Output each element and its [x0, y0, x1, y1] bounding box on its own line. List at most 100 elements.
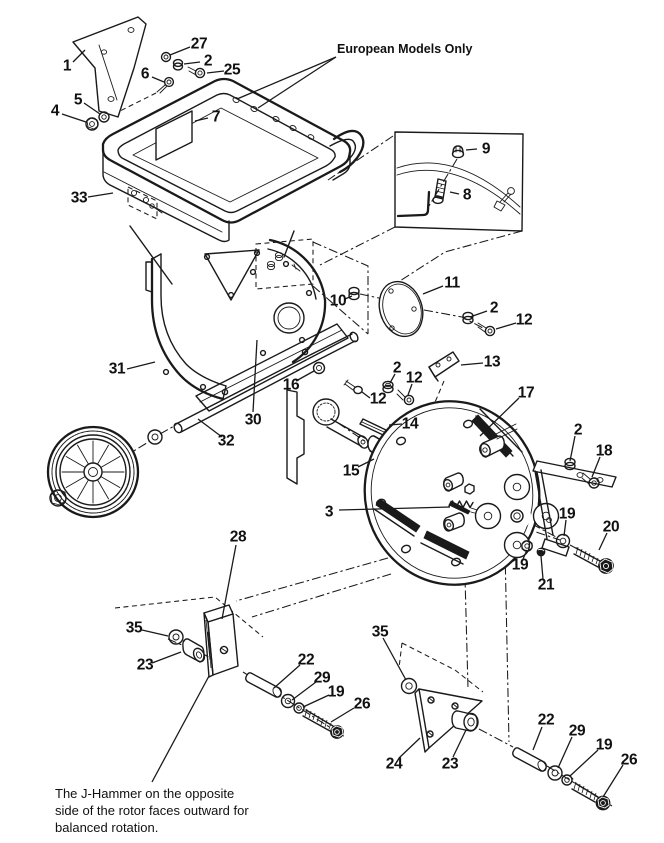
- callout-10-11: 10: [330, 293, 346, 310]
- footnote-leader: [151, 675, 210, 783]
- washer-16: [312, 361, 326, 375]
- callout-15-20: 15: [343, 463, 360, 480]
- washer-19-right: [555, 533, 571, 549]
- callout-33-8: 33: [71, 190, 88, 207]
- right-hardware: [521, 457, 614, 574]
- nut-2: [172, 58, 184, 68]
- callout-26-46: 26: [621, 752, 638, 769]
- plate-13: [428, 351, 460, 382]
- leader-10-11: [344, 295, 353, 300]
- leader-28-33: [221, 544, 237, 620]
- leader-6-4: [151, 76, 165, 83]
- leader-17-22: [479, 397, 520, 437]
- callout-6-4: 6: [141, 66, 150, 83]
- leader-35-40: [382, 637, 407, 681]
- callout-19-26: 19: [559, 506, 576, 523]
- callout-32-32: 32: [218, 433, 234, 450]
- leader-23-35: [151, 651, 182, 664]
- callout-21-29: 21: [538, 577, 555, 594]
- callout-2-13: 2: [490, 300, 498, 317]
- j-hammer-bottom: [423, 530, 470, 560]
- washer-29-right: [547, 765, 563, 781]
- callout-29-44: 29: [569, 723, 586, 740]
- callout-4-6: 4: [51, 103, 60, 120]
- footnote-line-3: balanced rotation.: [55, 820, 158, 835]
- clamp-bolt: [493, 187, 515, 212]
- callout-19-28: 19: [512, 557, 529, 574]
- bolt-20: [573, 546, 614, 574]
- cover-plate-11: [378, 280, 424, 338]
- bolt-6: [163, 76, 175, 88]
- washer-27: [160, 51, 172, 63]
- leader-33-8: [87, 192, 114, 198]
- callout-7-7: 7: [212, 109, 220, 126]
- handle-mount-nuts: [266, 251, 301, 272]
- hammer-bracket-28: [203, 604, 239, 678]
- washer-29-left: [280, 693, 296, 709]
- callout-12-17: 12: [370, 391, 386, 408]
- leader-14-19: [388, 423, 403, 426]
- rotor-bracket: [532, 460, 617, 557]
- housing-assembly: [129, 225, 359, 434]
- leader-3-23: [338, 506, 451, 511]
- leader-30-30: [252, 339, 258, 413]
- callout-5-5: 5: [74, 92, 83, 109]
- leader-12-14: [495, 322, 517, 330]
- hopper: [101, 77, 365, 243]
- leader-22-43: [532, 726, 543, 751]
- callout-19-38: 19: [328, 684, 345, 701]
- leader-9-9: [465, 148, 478, 151]
- leader-5-5: [83, 102, 101, 115]
- leader-29-37: [291, 681, 317, 701]
- european-leader-0: [236, 56, 337, 100]
- callout-12-18: 12: [406, 370, 422, 387]
- key-14: [359, 418, 387, 436]
- callout-13-15: 13: [484, 354, 501, 371]
- bolt-18: [581, 472, 600, 489]
- leader-8-10: [449, 191, 460, 195]
- nut-9: [451, 145, 465, 159]
- leader-16-21: [295, 370, 315, 382]
- lockwasher-19-right: [561, 774, 574, 786]
- wheel-washer: [147, 429, 163, 445]
- support-bracket-1: [72, 16, 147, 118]
- washer-35-right: [400, 677, 418, 695]
- leader-2-16: [389, 373, 396, 384]
- leader-2-24: [569, 435, 576, 462]
- callout-2-2: 2: [204, 53, 212, 70]
- callout-31-31: 31: [109, 361, 126, 378]
- axle-bolt: [49, 489, 67, 507]
- leader-31-31: [126, 361, 156, 370]
- leader-1-0: [72, 49, 86, 63]
- leader-32-32: [197, 418, 223, 438]
- bolt-12-left: [343, 379, 363, 395]
- roller-23-left: [182, 638, 206, 663]
- leader-19-28: [522, 549, 528, 560]
- bolt-12-right: [396, 389, 415, 406]
- nut-2-and-bolt-12-right-of-11: [462, 311, 496, 337]
- leader-19-45: [569, 749, 599, 777]
- leader-15-20: [357, 458, 375, 468]
- hopper-handle: [332, 129, 365, 174]
- wheel: [46, 425, 163, 519]
- callout-26-39: 26: [354, 696, 371, 713]
- callout-17-22: 17: [518, 385, 534, 402]
- leader-13-15: [460, 362, 484, 366]
- callout-27-1: 27: [191, 36, 207, 53]
- handle-rod: [396, 190, 431, 218]
- callout-3-23: 3: [325, 504, 334, 521]
- pin-22-right: [512, 747, 547, 772]
- standoff-cylinders: [442, 435, 505, 532]
- callout-14-19: 14: [402, 416, 419, 433]
- callout-16-21: 16: [283, 377, 300, 394]
- washer-5: [98, 111, 110, 123]
- leader-19-38: [302, 694, 330, 708]
- leader-2-2: [183, 61, 201, 65]
- leader-12-18: [407, 383, 413, 396]
- callout-35-40: 35: [372, 624, 389, 641]
- leader-2-13: [469, 310, 488, 318]
- callout-25-3: 25: [224, 62, 241, 79]
- leader-24-41: [398, 737, 421, 759]
- footnote-line-2: side of the rotor faces outward for: [55, 803, 249, 818]
